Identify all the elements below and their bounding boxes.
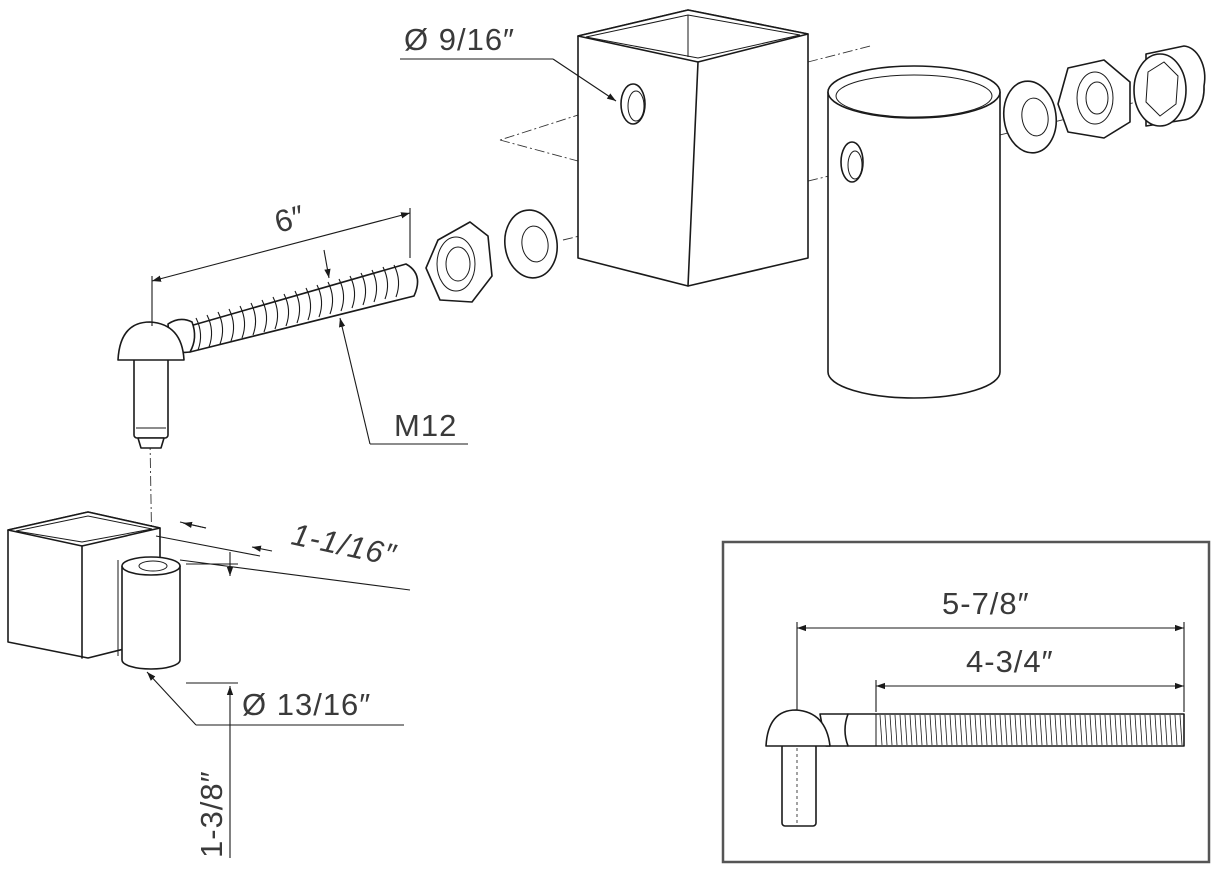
tube-hole [620,83,646,125]
thread-line [974,714,978,746]
thread-line [924,714,928,746]
dim-inset-overall: 5-7/8″ [796,586,1185,712]
dim-plate-offset: 1-1/16″ [155,517,411,591]
thread-line [1054,714,1058,746]
thread-line [1034,714,1038,746]
thread-line [919,714,923,746]
dim-inset-overall-label: 5-7/8″ [942,586,1030,621]
dim-sleeve-height: 1-3/8″ [186,552,238,858]
thread-line [1009,714,1013,746]
dim-thread: M12 [323,249,468,445]
thread-line [959,714,963,746]
thread-line [1109,714,1113,746]
thread-line [1124,714,1128,746]
thread-line [1024,714,1028,746]
thread-line [999,714,1003,746]
thread-line [929,714,933,746]
thread-line [954,714,958,746]
thread-line [949,714,953,746]
thread-line [979,714,983,746]
pin-sleeve [117,556,181,670]
thread-line [1114,714,1118,746]
dim-sleeve-diameter: Ø 13/16″ [146,671,404,726]
thread-line [1099,714,1103,746]
thread-line [934,714,938,746]
thread-line [1129,714,1133,746]
pin-dome-head [117,321,185,361]
dim-inset-thread: 4-3/4″ [875,644,1184,712]
thread-line [1154,714,1158,746]
thread-line [1059,714,1063,746]
thread-line [1039,714,1043,746]
thread-line [1079,714,1083,746]
thread-line [1044,714,1048,746]
thread-line [944,714,948,746]
dim-plate-offset-label: 1-1/16″ [289,517,400,573]
dim-sleeve-diameter-label: Ø 13/16″ [242,687,371,722]
dim-hole-diameter-label: Ø 9/16″ [404,22,515,57]
dim-thread-label: M12 [394,408,457,443]
inset-bolt-threads [879,714,1183,746]
thread-line [1029,714,1033,746]
thread-line [1169,714,1173,746]
square-tube [577,9,809,287]
thread-line [1144,714,1148,746]
washer-left [504,209,558,279]
thread-line [969,714,973,746]
thread-line [1134,714,1138,746]
thread-line [1019,714,1023,746]
thread-line [1174,714,1178,746]
thread-line [1074,714,1078,746]
thread-line [989,714,993,746]
thread-line [1139,714,1143,746]
thread-line [1049,714,1053,746]
thread-line [1119,714,1123,746]
thread-line [1014,714,1018,746]
thread-line [889,714,893,746]
thread-line [1159,714,1163,746]
thread-line [909,714,913,746]
inset-panel: 5-7/8″ 4-3/4″ [721,540,1211,864]
hex-nut-right [1057,59,1131,139]
thread-line [1149,714,1153,746]
cap-nut [1133,45,1206,127]
thread-line [1064,714,1068,746]
thread-line [1094,714,1098,746]
thread-line [984,714,988,746]
thread-line [1004,714,1008,746]
hinge-pin-bolt [117,263,419,449]
thread-line [894,714,898,746]
thread-line [904,714,908,746]
thread-line [879,714,883,746]
inset-bolt [765,700,1185,827]
thread-line [939,714,943,746]
round-tube-hole [840,141,864,183]
thread-line [1089,714,1093,746]
thread-line [1104,714,1108,746]
thread-line [884,714,888,746]
thread-line [914,714,918,746]
dim-sleeve-height-label: 1-3/8″ [194,770,229,858]
thread-line [899,714,903,746]
hex-nut-left [425,221,493,303]
thread-line [1069,714,1073,746]
thread-line [1084,714,1088,746]
dim-bolt-length-label: 6″ [271,198,309,240]
pin-shank [133,355,169,449]
washer-right [1002,80,1058,154]
round-tube [827,65,1001,399]
dim-inset-thread-label: 4-3/4″ [966,644,1054,679]
thread-line [1164,714,1168,746]
thread-line [1179,714,1183,746]
thread-line [994,714,998,746]
dim-hole-diameter: Ø 9/16″ [400,22,617,102]
thread-line [964,714,968,746]
